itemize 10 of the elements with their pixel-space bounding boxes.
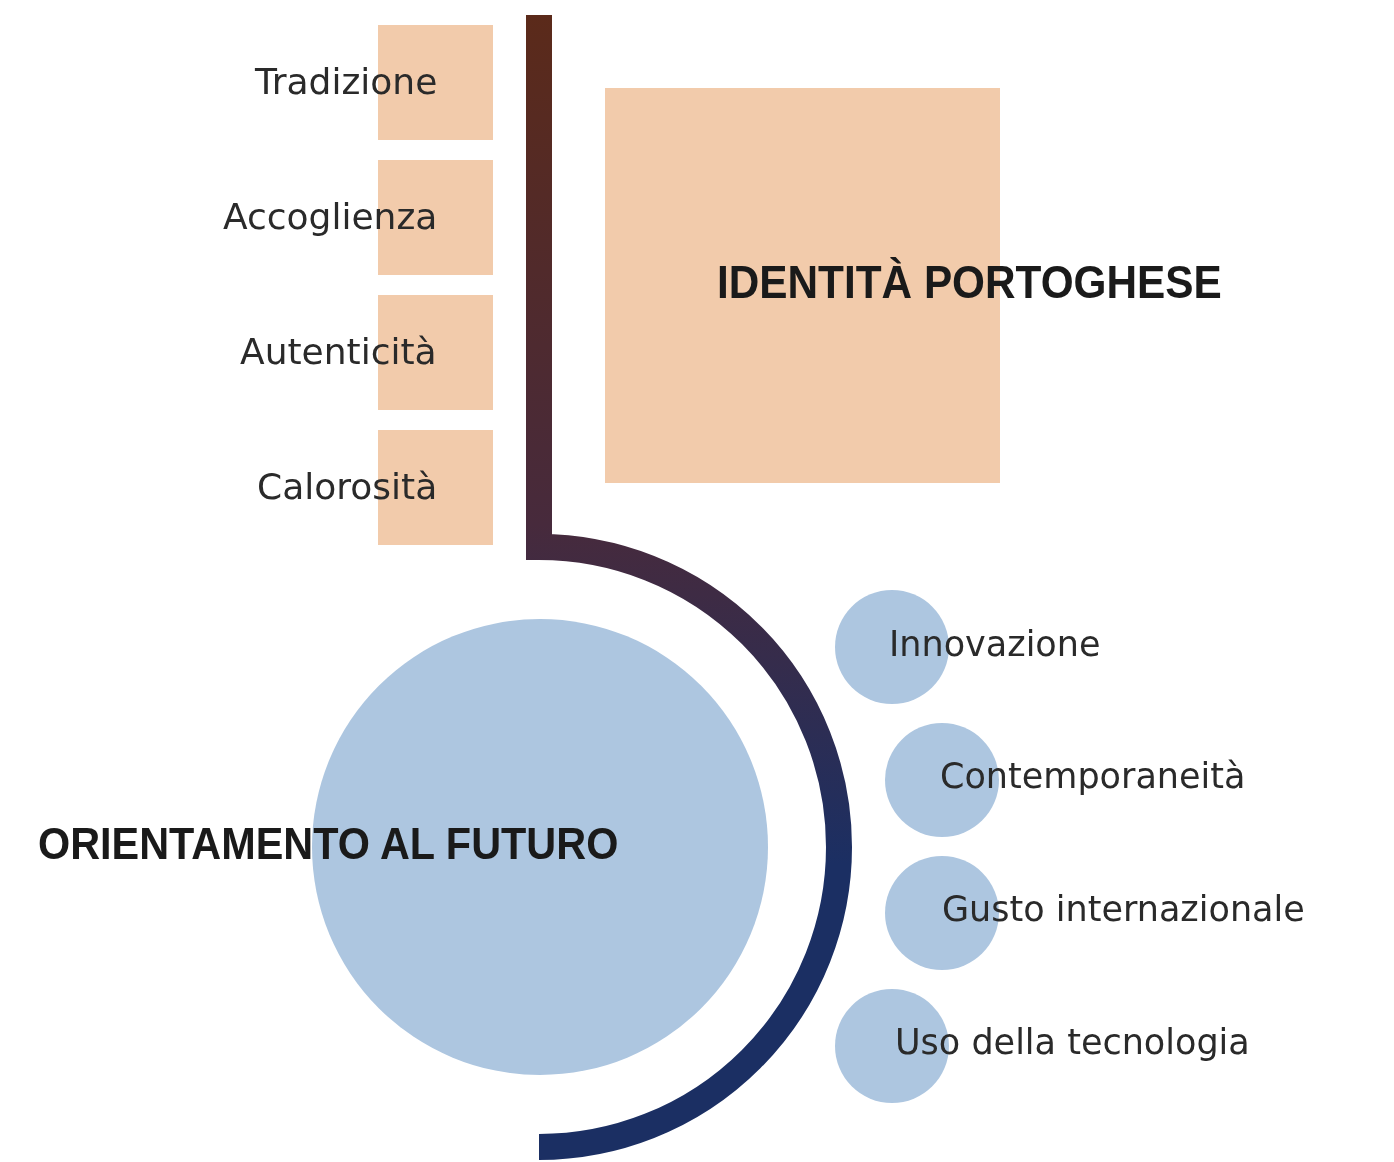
heading-label: ORIENTAMENTO AL FUTURO (38, 820, 619, 866)
item-label: Autenticità (240, 334, 437, 370)
item-label: Uso della tecnologia (895, 1024, 1250, 1060)
item-label: Gusto internazionale (942, 891, 1305, 927)
item-label: Calorosità (257, 469, 438, 505)
item-label: Contemporaneità (940, 758, 1246, 794)
item-label: Accoglienza (223, 199, 438, 235)
heading-label: IDENTITÀ PORTOGHESE (717, 259, 1222, 305)
item-label: Innovazione (889, 626, 1101, 662)
item-label: Tradizione (255, 64, 438, 100)
